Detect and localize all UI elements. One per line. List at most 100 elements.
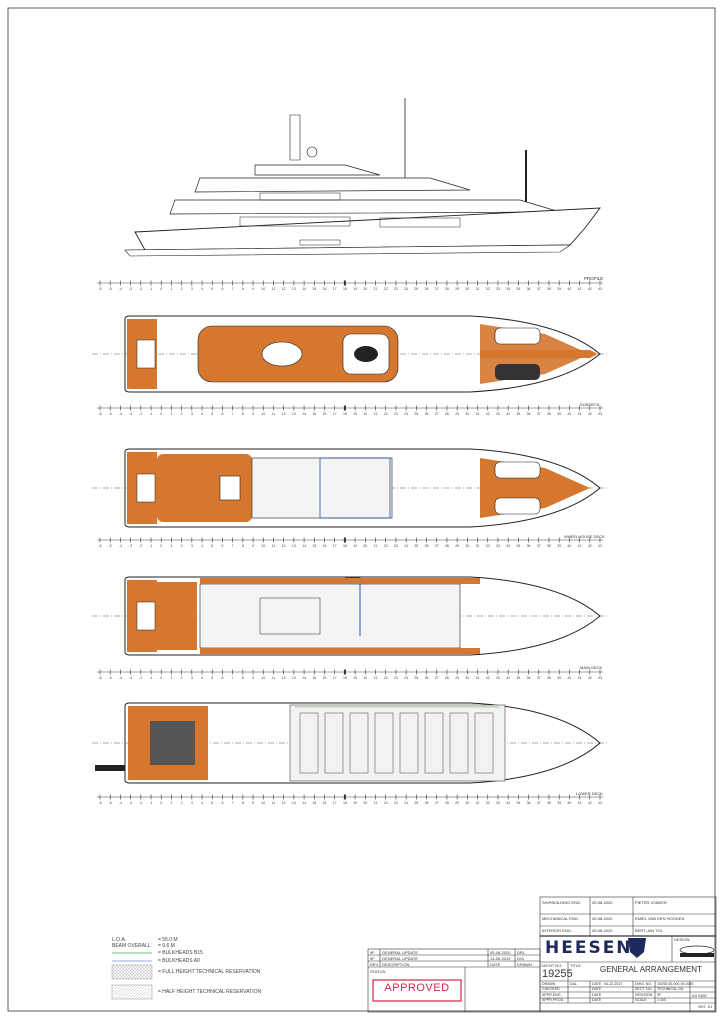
ruler-tick-label: 33	[496, 544, 500, 548]
ruler-tick-label: 2	[181, 287, 183, 291]
ruler-tick-label: 2	[181, 412, 183, 416]
ruler-tick-label: 39	[557, 287, 561, 291]
ruler-tick-label: 40	[567, 676, 571, 680]
ruler-tick-label: 8	[242, 412, 244, 416]
ruler-tick-label: 43	[598, 287, 602, 291]
ruler-tick-label: 13	[292, 801, 296, 805]
ruler-tick-label: 22	[384, 287, 388, 291]
ruler-tick-label: 4	[201, 801, 203, 805]
ruler-tick-label: 30	[465, 412, 469, 416]
ruler-tick-label: 36	[527, 676, 531, 680]
ruler-tick-label: 12	[282, 544, 286, 548]
ruler-tick-label: 4	[201, 544, 203, 548]
ruler-tick-label: 18	[343, 801, 347, 805]
approval-name: EMIEL VAN DEN HOOGEN	[635, 916, 685, 921]
ruler-tick-label: -1	[149, 801, 152, 805]
drawing-title: GENERAL ARRANGEMENT	[600, 965, 702, 974]
approval-role: INTERIOR ENG.	[542, 928, 573, 933]
field-k2: DATE	[592, 997, 602, 1002]
ruler-tick-label: 6	[221, 412, 223, 416]
ruler-tick-label: 36	[527, 801, 531, 805]
ruler-tick-label: 29	[455, 676, 459, 680]
title-label: TITLE	[570, 963, 581, 968]
field-k3: SECT. NO.	[635, 987, 653, 992]
ruler-tick-label: 25	[414, 412, 418, 416]
revision-rev: REV.	[370, 962, 379, 967]
ruler-tick-label: 25	[414, 544, 418, 548]
approval-date: 05-08-2020	[592, 900, 613, 905]
ruler-tick-label: 23	[394, 801, 398, 805]
design-label: DESIGN:	[674, 937, 691, 942]
ruler-tick-label: 39	[557, 544, 561, 548]
ruler-tick-label: 27	[435, 801, 439, 805]
ruler-tick-label: 29	[455, 412, 459, 416]
ruler-tick-label: 13	[292, 287, 296, 291]
ruler-tick-label: 22	[384, 801, 388, 805]
ruler-tick-label: 16	[323, 676, 327, 680]
ruler-tick-label: -1	[149, 412, 152, 416]
ruler-tick-label: -3	[129, 544, 132, 548]
ruler-tick-label: 40	[567, 412, 571, 416]
view-label-profile: PROFILE	[584, 276, 604, 281]
ruler-tick-label: -5	[109, 676, 112, 680]
ruler-tick-label: 35	[516, 412, 520, 416]
ruler-tick-label: 13	[292, 544, 296, 548]
revision-rev: 9F	[370, 950, 375, 955]
ruler-tick-label: 21	[374, 287, 378, 291]
ruler-tick-label: 23	[394, 544, 398, 548]
ruler-tick-label: 42	[588, 676, 592, 680]
ruler-tick-label: 6	[221, 801, 223, 805]
ruler-tick-label: 14	[302, 544, 306, 548]
ruler-tick-label: -3	[129, 412, 132, 416]
ruler-tick-label: 3	[191, 676, 193, 680]
revision-date: 05-08-2020	[490, 950, 511, 955]
status-stamp: APPROVED	[384, 982, 450, 994]
view-label-maindeck: MAIN DECK	[580, 665, 603, 670]
ruler-tick-label: -3	[129, 676, 132, 680]
field-k2: DATE	[592, 987, 602, 992]
ruler-tick-label: 10	[261, 676, 265, 680]
sheet-number: SHT. 01	[698, 1004, 713, 1009]
field-v2: 04-12-2017	[604, 982, 623, 986]
ruler-tick-label: 16	[323, 801, 327, 805]
ruler-tick-label: 10	[261, 801, 265, 805]
ruler-tick-label: 11	[272, 287, 276, 291]
ruler-tick-label: -4	[119, 676, 122, 680]
ruler-tick-label: -4	[119, 287, 122, 291]
revision-date: 14-05-2019	[490, 956, 511, 961]
ruler-tick-label: 38	[547, 676, 551, 680]
ruler-tick-label: 39	[557, 801, 561, 805]
view-label-lowerdeck: LOWER DECK	[576, 791, 603, 796]
ruler-tick-label: 0	[160, 412, 162, 416]
field-v: DAL	[570, 982, 577, 986]
design-logo	[679, 945, 715, 957]
ruler-tick-label: 20	[363, 412, 367, 416]
ruler-tick-label: 19	[353, 676, 357, 680]
approval-date: 05-08-2020	[592, 928, 613, 933]
ruler-tick-label: 24	[404, 412, 408, 416]
ruler-tick-label: 42	[588, 544, 592, 548]
ruler-tick-label: 3	[191, 544, 193, 548]
ruler-tick-label: 27	[435, 676, 439, 680]
ruler-tick-label: 32	[486, 287, 490, 291]
ruler-tick-label: 38	[547, 412, 551, 416]
ruler-tick-label: -4	[119, 412, 122, 416]
ruler-tick-label: 19	[353, 412, 357, 416]
ruler-tick-label: 10	[261, 412, 265, 416]
ruler-tick-label: 26	[425, 801, 429, 805]
approval-name: BERT-JAN TOL	[635, 928, 664, 933]
ruler-tick-label: 25	[414, 801, 418, 805]
ruler-tick-label: 15	[312, 676, 316, 680]
ruler-tick-label: 16	[323, 544, 327, 548]
ruler-tick-label: 38	[547, 287, 551, 291]
ruler-tick-label: 37	[537, 544, 541, 548]
ruler-tick-label: 1	[170, 544, 172, 548]
view-label-sundeck: SUNDECK	[580, 402, 600, 407]
ruler-tick-label: 32	[486, 676, 490, 680]
ruler-tick-label: 41	[578, 676, 582, 680]
half-height-label: = HALF HEIGHT TECHNICAL RESERVATION	[158, 989, 262, 995]
ruler-tick-label: 8	[242, 544, 244, 548]
yacht-no: 19255	[542, 968, 573, 980]
